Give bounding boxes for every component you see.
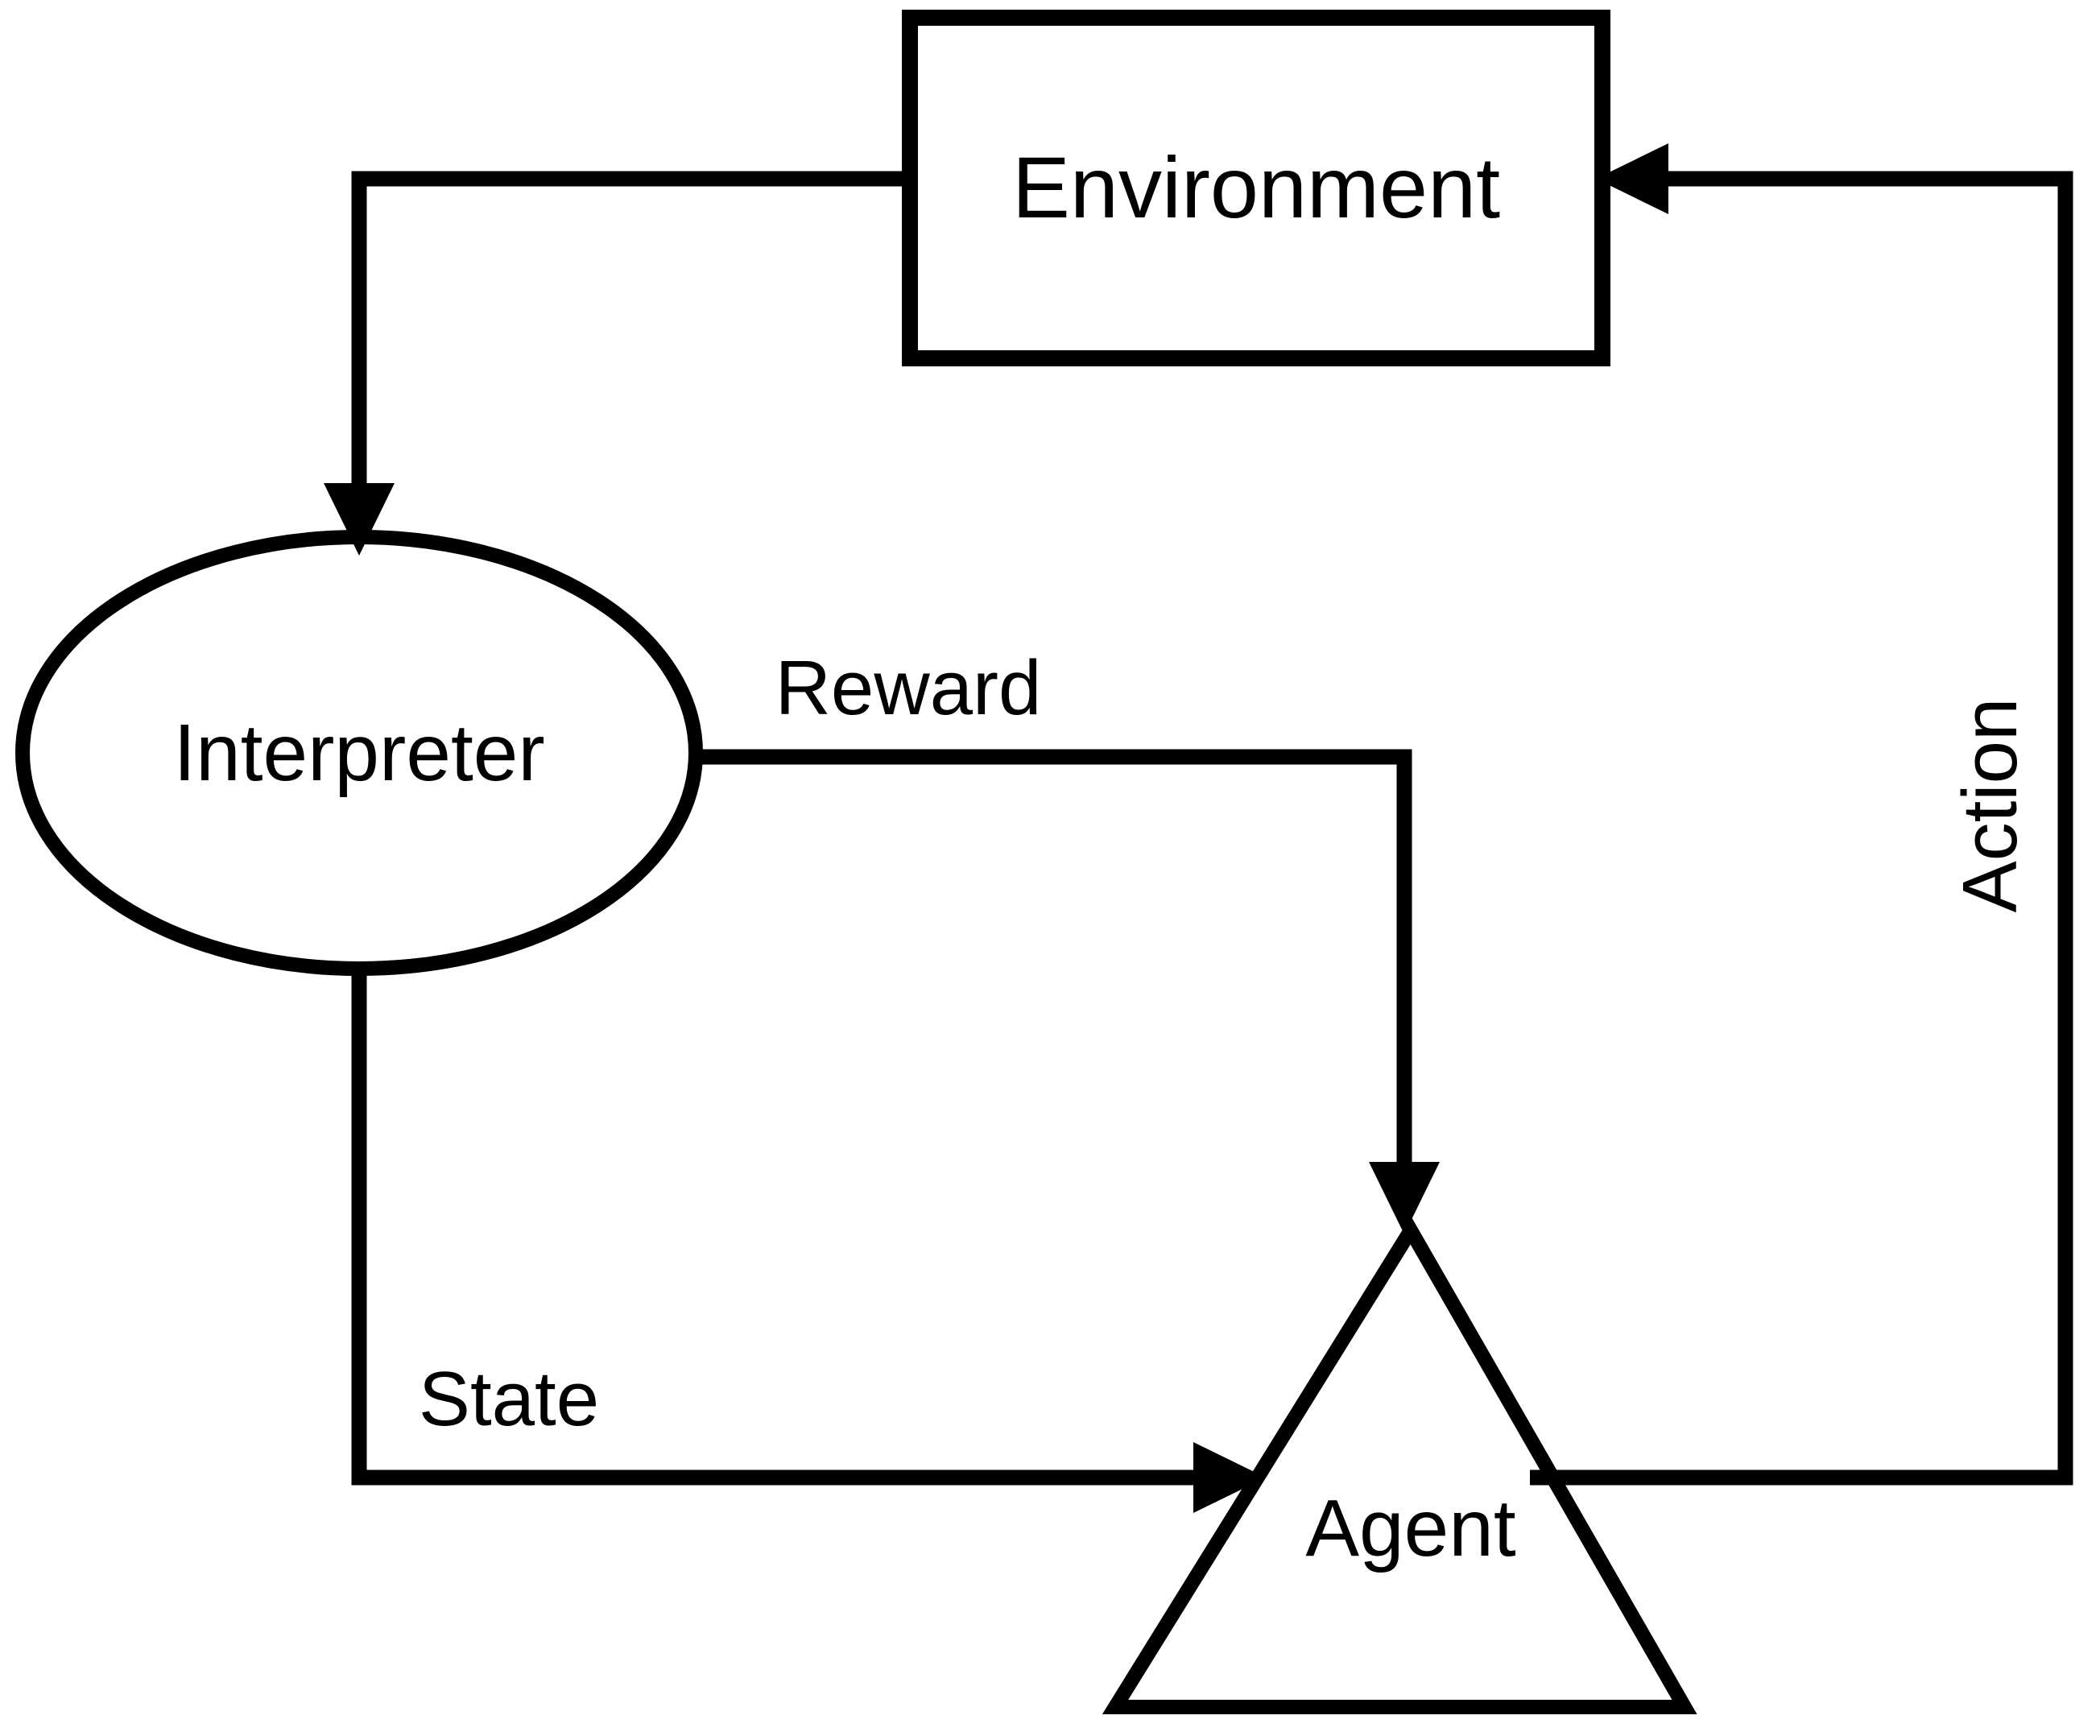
edge-action-arrowhead xyxy=(1596,143,1668,214)
interpreter-node-label: Interpreter xyxy=(173,708,545,798)
edge-state-arrowhead xyxy=(1193,1442,1266,1513)
edge-action-line[interactable] xyxy=(1530,171,2073,1486)
edge-environment-to-interpreter-arrowhead xyxy=(324,483,395,556)
reward-edge-label: Reward xyxy=(775,645,1042,731)
agent-node-shape[interactable] xyxy=(1102,1216,1697,1714)
action-edge-label: Action xyxy=(1947,697,2033,913)
edge-reward-line[interactable] xyxy=(691,749,1412,1192)
state-edge-label: State xyxy=(418,1356,600,1442)
edge-environment-to-interpreter[interactable] xyxy=(351,171,910,512)
agent-node-label: Agent xyxy=(1305,1483,1516,1573)
environment-node-shape[interactable] xyxy=(902,10,1610,366)
edge-reward-arrowhead xyxy=(1369,1162,1440,1234)
environment-node-label: Environment xyxy=(1011,138,1501,236)
edge-state-line[interactable] xyxy=(351,963,1217,1486)
